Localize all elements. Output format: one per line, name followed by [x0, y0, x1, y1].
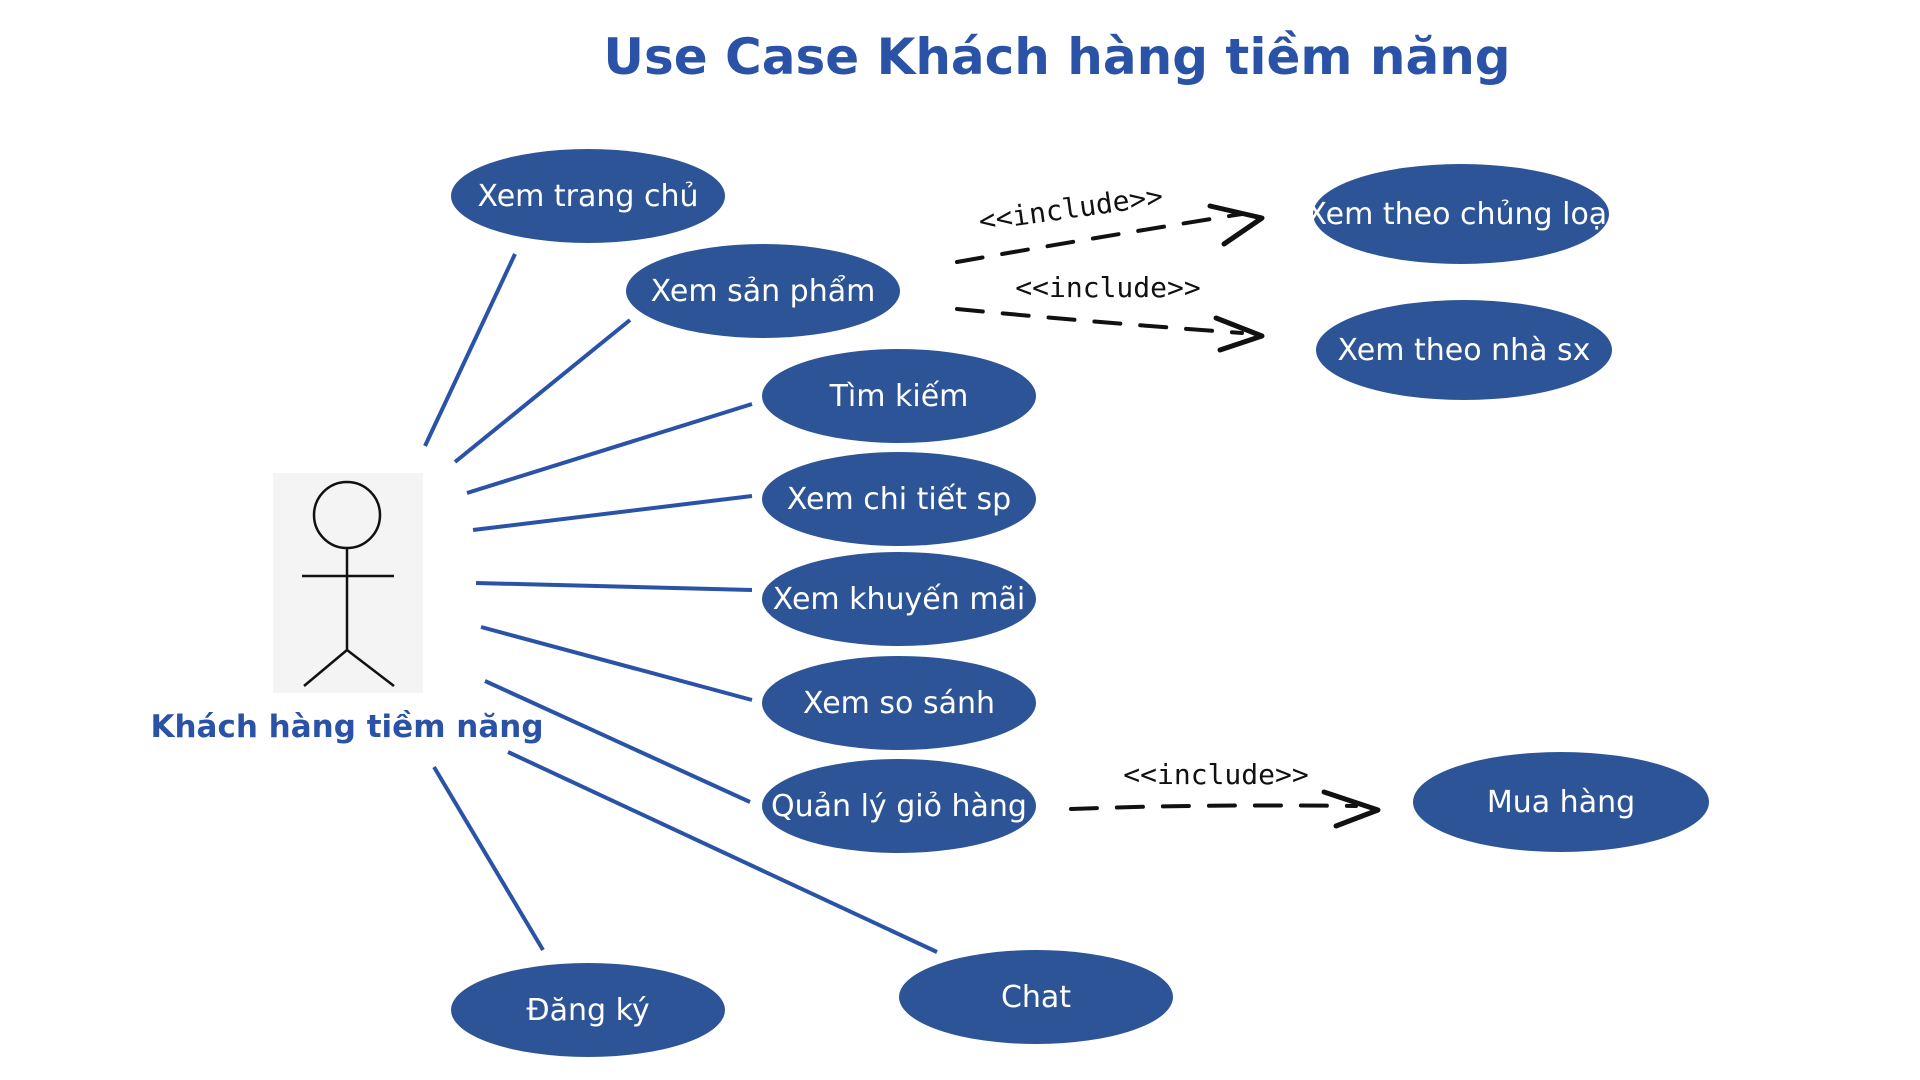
use-case-xem-chi-tiet-sp[interactable]: Xem chi tiết sp	[762, 452, 1036, 546]
include-line-1	[955, 212, 1244, 264]
association-xem-khuyen-mai	[475, 581, 753, 592]
use-case-label: Xem so sánh	[803, 686, 995, 721]
include-arrowhead-3	[1321, 789, 1381, 829]
association-tim-kiem	[466, 402, 753, 495]
include-label-2: <<include>>	[1015, 271, 1200, 304]
association-dang-ky	[432, 765, 545, 952]
actor: Khách hàng tiềm năng	[150, 473, 544, 745]
actor-label: Khách hàng tiềm năng	[150, 709, 543, 745]
use-case-label: Xem theo nhà sx	[1338, 333, 1591, 368]
include-arrowhead-1	[1207, 203, 1265, 247]
include-label-1: <<include>>	[977, 179, 1165, 237]
use-case-quan-ly-gio-hang[interactable]: Quản lý giỏ hàng	[762, 759, 1036, 853]
use-case-label: Chat	[1001, 980, 1071, 1015]
include-dependencies: <<include>> <<include>> <<include>>	[955, 179, 1381, 829]
use-case-xem-san-pham[interactable]: Xem sản phẩm	[626, 244, 900, 338]
use-case-label: Xem chi tiết sp	[787, 482, 1011, 517]
diagram-title: Use Case Khách hàng tiềm năng	[603, 28, 1510, 86]
use-case-label: Quản lý giỏ hàng	[771, 789, 1027, 824]
use-case-xem-so-sanh[interactable]: Xem so sánh	[762, 656, 1036, 750]
use-case-mua-hang[interactable]: Mua hàng	[1413, 752, 1709, 852]
use-case-label: Xem trang chủ	[477, 179, 698, 214]
association-xem-chi-tiet-sp	[472, 494, 753, 532]
association-chat	[507, 750, 938, 954]
use-case-xem-khuyen-mai[interactable]: Xem khuyến mãi	[762, 552, 1036, 646]
use-case-label: Xem theo chủng loại	[1306, 197, 1615, 232]
use-case-label: Xem sản phẩm	[651, 273, 876, 309]
use-case-label: Mua hàng	[1487, 785, 1635, 820]
use-case-xem-theo-chung-loai[interactable]: Xem theo chủng loại	[1306, 164, 1616, 264]
association-quan-ly-gio-hang	[484, 679, 751, 804]
stick-figure-icon	[302, 480, 395, 687]
use-case-dang-ky[interactable]: Đăng ký	[451, 963, 725, 1057]
use-case-label: Tìm kiếm	[829, 379, 969, 414]
use-case-tim-kiem[interactable]: Tìm kiếm	[762, 349, 1036, 443]
use-case-chat[interactable]: Chat	[899, 950, 1173, 1044]
association-xem-san-pham	[453, 318, 632, 464]
include-label-3: <<include>>	[1123, 758, 1308, 791]
include-arrowhead-2	[1213, 315, 1265, 353]
use-case-xem-theo-nha-sx[interactable]: Xem theo nhà sx	[1316, 300, 1612, 400]
use-case-label: Xem khuyến mãi	[773, 582, 1026, 617]
include-line-2	[955, 307, 1244, 335]
association-lines	[423, 253, 938, 954]
use-cases: Xem trang chủ Xem sản phẩm Tìm kiếm Xem …	[451, 149, 1709, 1057]
include-line-3	[1069, 803, 1358, 811]
association-xem-trang-chu	[423, 253, 517, 447]
association-xem-so-sanh	[480, 625, 753, 702]
use-case-label: Đăng ký	[526, 993, 649, 1028]
use-case-xem-trang-chu[interactable]: Xem trang chủ	[451, 149, 725, 243]
